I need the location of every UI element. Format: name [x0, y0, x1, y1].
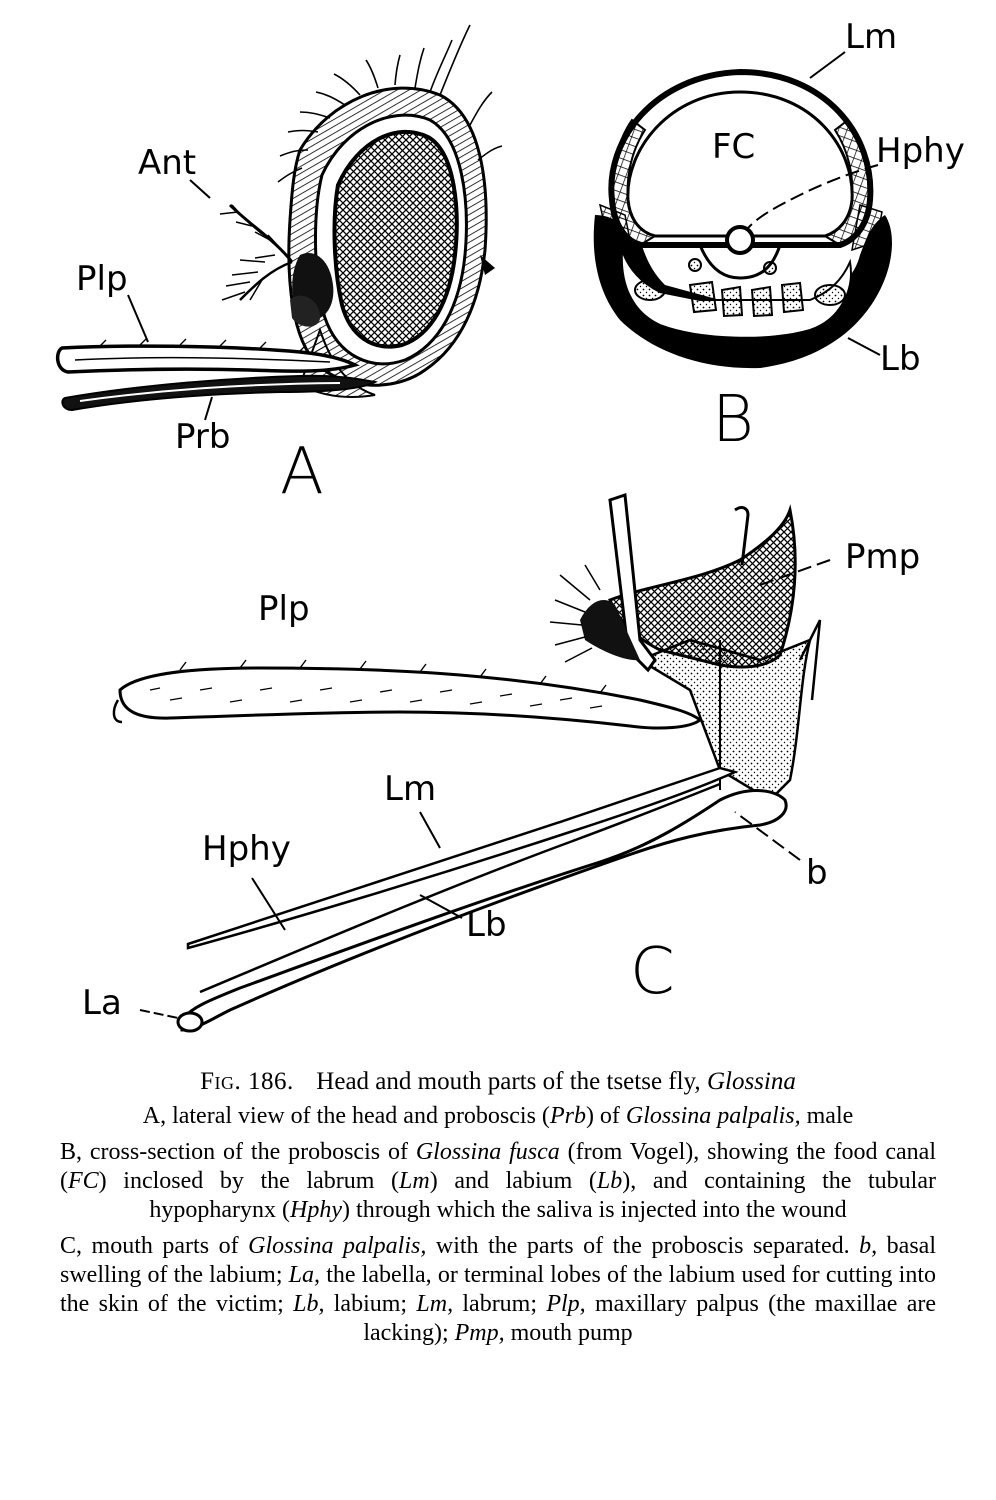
caption-title-genus: Glossina — [706, 1068, 796, 1095]
caption-b-italic-5: Hphy — [290, 1197, 343, 1223]
label-a-prb: Prb — [175, 417, 231, 457]
labium-c — [180, 789, 788, 1032]
label-a-ant: Ant — [138, 143, 197, 183]
caption-c-italic-1: Glossina palpalis, — [248, 1233, 427, 1259]
caption-b-text-4: ) and labium ( — [429, 1168, 597, 1194]
caption-c-text-7: maxillary palpus (the maxillae are lacki… — [363, 1291, 936, 1346]
caption-title-text: Head and mouth parts of the tsetse fly, — [316, 1068, 701, 1095]
caption-a-text-2: ) of — [585, 1103, 626, 1129]
caption-para-a: A, lateral view of the head and probosci… — [60, 1102, 936, 1131]
caption-a-text-3: male — [800, 1103, 854, 1129]
hypopharynx-tube — [725, 225, 755, 255]
caption-b-text-5: ), and containing the tubular hypopharyn… — [149, 1168, 936, 1223]
caption-a-italic-2: Glossina palpalis, — [625, 1103, 801, 1129]
label-c-lb: Lb — [466, 905, 507, 945]
caption-c-italic-2: b, — [859, 1233, 878, 1259]
panel-a-drawing — [55, 24, 503, 421]
label-b-lm: Lm — [845, 17, 898, 57]
caption-b-text-3: ) inclosed by the labrum ( — [98, 1168, 400, 1194]
caption-b-text-6: ) through which the saliva is injected i… — [342, 1197, 847, 1223]
caption-b-italic-1: Glossina fusca — [415, 1139, 560, 1165]
caption-c-italic-6: Plp, — [546, 1291, 586, 1317]
caption-c-text-2: with the parts of the proboscis separate… — [426, 1233, 860, 1259]
panel-c-drawing — [112, 492, 831, 1033]
caption-c-italic-3: La, — [288, 1262, 321, 1288]
caption-c-italic-4: Lb, — [293, 1291, 325, 1317]
labella — [176, 1011, 204, 1033]
label-a-plp: Plp — [76, 259, 128, 299]
label-c-hphy: Hphy — [202, 829, 291, 869]
caption-a-text-1: A, lateral view of the head and probosci… — [142, 1103, 550, 1129]
hypopharynx-c — [199, 782, 721, 994]
caption-b-italic-2: FC — [68, 1168, 99, 1194]
label-c-plp: Plp — [258, 589, 310, 629]
figure-caption: Fig. 186. Head and mouth parts of the ts… — [60, 1068, 936, 1355]
caption-c-text-5: labium; — [324, 1291, 417, 1317]
panel-b-drawing — [593, 51, 892, 369]
label-b-lb: Lb — [880, 339, 921, 379]
caption-title: Fig. 186. Head and mouth parts of the ts… — [60, 1068, 936, 1096]
label-c-lm: Lm — [384, 769, 437, 809]
panel-letter-c: C — [630, 935, 675, 1009]
caption-c-italic-5: Lm, — [416, 1291, 454, 1317]
caption-a-italic-1: Prb — [549, 1103, 586, 1129]
label-c-b: b — [806, 853, 828, 893]
label-b-hphy: Hphy — [876, 131, 965, 171]
caption-c-italic-7: Pmp, — [454, 1320, 505, 1346]
caption-c-text-4: the labella, or terminal lobes of the la… — [60, 1262, 936, 1317]
caption-b-text-1: B, cross-section of the proboscis of — [60, 1139, 416, 1165]
caption-para-b: B, cross-section of the proboscis of Glo… — [60, 1138, 936, 1225]
compound-eye — [332, 129, 459, 349]
arista — [228, 203, 294, 263]
caption-b-italic-4: Lb — [596, 1168, 623, 1194]
caption-c-text-1: C, mouth parts of — [60, 1233, 249, 1259]
figure: Ant Plp Prb A Lm FC Hphy Lb B Plp Pmp Lm… — [55, 17, 965, 1033]
caption-c-text-3: basal swelling of the labium; — [60, 1233, 936, 1288]
mouth-pump — [608, 504, 797, 669]
labium-shell — [593, 215, 892, 369]
muscle-masses — [634, 258, 846, 318]
label-c-la: La — [82, 983, 122, 1023]
panel-letter-a: A — [280, 435, 324, 509]
palp-c — [118, 666, 703, 730]
caption-b-text-2: (from Vogel), showing the food canal ( — [60, 1139, 937, 1194]
figure-number: Fig. 186. — [200, 1068, 294, 1095]
caption-b-italic-3: Lm — [399, 1168, 430, 1194]
caption-para-c: C, mouth parts of Glossina palpalis, wit… — [60, 1232, 936, 1348]
figure-drawing — [55, 24, 892, 1033]
caption-c-text-8: mouth pump — [504, 1320, 633, 1346]
caption-c-text-6: labrum; — [453, 1291, 547, 1317]
labrum-c — [186, 766, 739, 950]
panel-letter-b: B — [712, 383, 754, 457]
label-c-pmp: Pmp — [845, 537, 921, 577]
palp-a — [55, 344, 360, 374]
label-b-fc: FC — [712, 127, 756, 167]
